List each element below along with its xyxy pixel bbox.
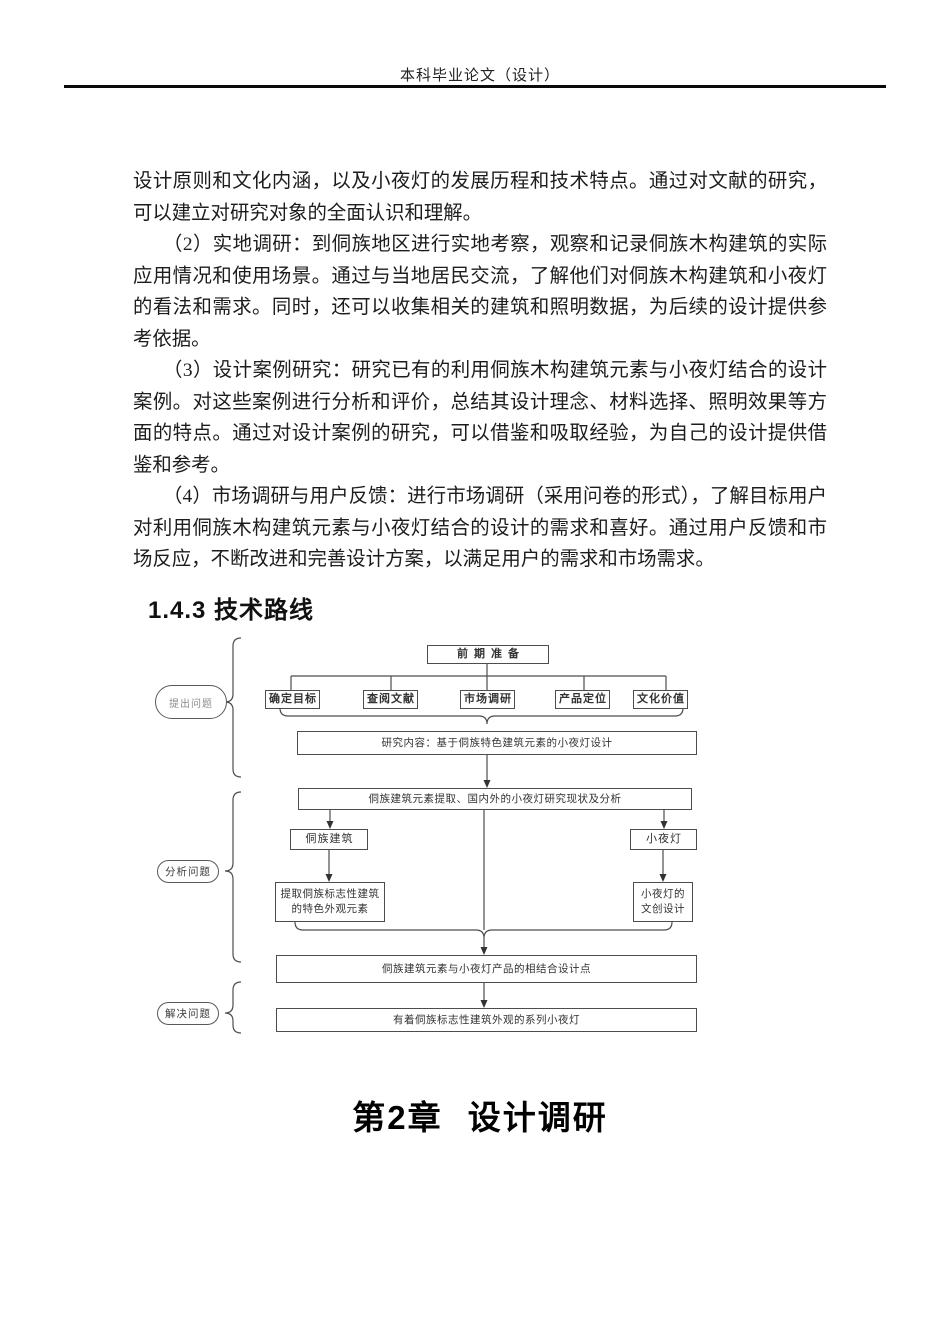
body-paragraph: （3）设计案例研究：研究已有的利用侗族木构建筑元素与小夜灯结合的设计案例。对这些… bbox=[133, 360, 827, 476]
node-night-light: 小夜灯 bbox=[630, 829, 697, 850]
node-combination-points: 侗族建筑元素与小夜灯产品的相结合设计点 bbox=[276, 955, 697, 983]
stage-label-analyze-problem: 分析问题 bbox=[157, 860, 219, 883]
page-header-title: 本科毕业论文（设计） bbox=[399, 68, 560, 84]
technical-route-flowchart: 提出问题 分析问题 解决问题 前期准备 确定目标 查阅文献 市场调研 产品定位 … bbox=[145, 632, 715, 1044]
node-final-result: 有着侗族标志性建筑外观的系列小夜灯 bbox=[276, 1008, 697, 1032]
node-analysis-overview: 侗族建筑元素提取、国内外的小夜灯研究现状及分析 bbox=[298, 788, 692, 810]
body-paragraph: （2）实地调研：到侗族地区进行实地考察，观察和记录侗族木构建筑的实际应用情况和使… bbox=[133, 234, 827, 350]
solve-brace bbox=[224, 981, 242, 1034]
stage-label-solve-problem: 解决问题 bbox=[157, 1002, 219, 1025]
node-product-positioning: 产品定位 bbox=[555, 690, 610, 709]
arrowheads bbox=[325, 780, 668, 1008]
node-extract-dong-elements: 提取侗族标志性建筑的特色外观元素 bbox=[275, 882, 385, 922]
node-research-content: 研究内容：基于侗族特色建筑元素的小夜灯设计 bbox=[297, 731, 697, 755]
node-preparation: 前期准备 bbox=[427, 645, 549, 664]
header-divider-line bbox=[64, 85, 886, 88]
chapter-heading: 第2章 设计调研 bbox=[352, 1099, 608, 1136]
under-brace-middle bbox=[294, 921, 673, 939]
body-text-block: 设计原则和文化内涵，以及小夜灯的发展历程和技术特点。通过对文献的研究，可以建立对… bbox=[133, 166, 827, 576]
raise-brace bbox=[224, 637, 242, 778]
body-paragraph: （4）市场调研与用户反馈：进行市场调研（采用问卷的形式），了解目标用户对利用侗族… bbox=[133, 486, 827, 570]
node-define-goal: 确定目标 bbox=[265, 690, 320, 709]
node-cultural-value: 文化价值 bbox=[633, 690, 688, 709]
node-literature-review: 查阅文献 bbox=[363, 690, 418, 709]
flowchart-connectors bbox=[224, 637, 684, 1034]
stage-label-raise-problem: 提出问题 bbox=[155, 685, 227, 719]
node-dong-architecture: 侗族建筑 bbox=[290, 829, 368, 850]
node-light-cultural-design: 小夜灯的文创设计 bbox=[633, 882, 693, 922]
under-brace-top bbox=[279, 707, 684, 725]
body-paragraph: 设计原则和文化内涵，以及小夜灯的发展历程和技术特点。通过对文献的研究，可以建立对… bbox=[133, 171, 827, 224]
section-heading: 1.4.3 技术路线 bbox=[148, 597, 315, 624]
node-market-research: 市场调研 bbox=[460, 690, 515, 709]
analyze-brace bbox=[224, 791, 242, 963]
